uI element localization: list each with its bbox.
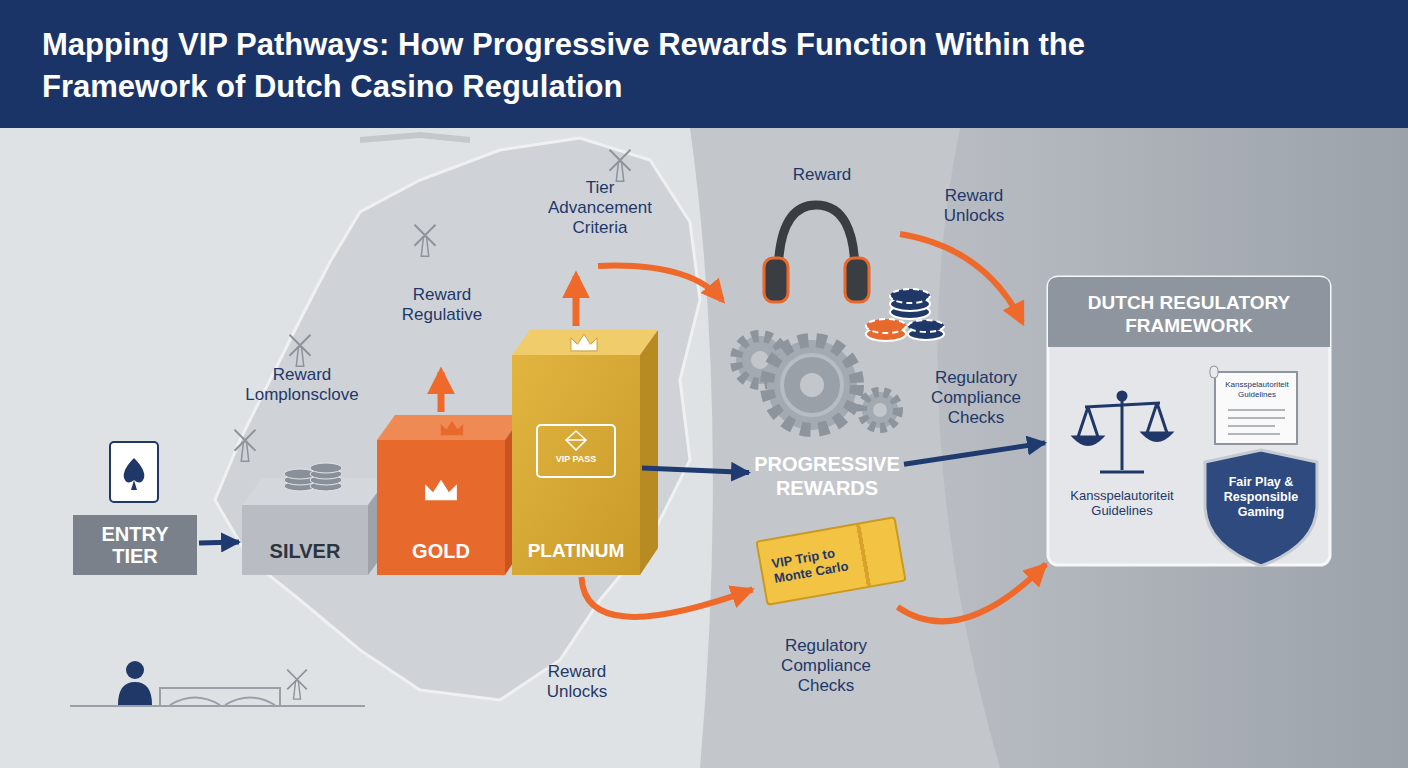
person-and-bridge bbox=[118, 682, 152, 705]
flow-arrow bbox=[642, 468, 749, 473]
scroll-icon bbox=[1215, 372, 1297, 444]
scales-icon bbox=[1118, 392, 1126, 400]
scroll-icon bbox=[1228, 410, 1285, 434]
node-label: Fair Play & Responsible Gaming bbox=[1213, 475, 1309, 520]
casino-chips bbox=[866, 289, 944, 341]
platinum-box bbox=[512, 355, 640, 575]
silver-box bbox=[310, 463, 342, 473]
person-and-bridge bbox=[160, 688, 280, 705]
card-icon bbox=[124, 458, 145, 490]
gears bbox=[873, 403, 887, 417]
silver-box bbox=[242, 505, 368, 575]
card-icon bbox=[110, 442, 158, 502]
headphones-icon bbox=[778, 205, 855, 278]
scroll-icon bbox=[1210, 366, 1218, 378]
netherlands-map bbox=[235, 430, 256, 462]
title-bar bbox=[0, 0, 1408, 128]
person-and-bridge bbox=[70, 705, 365, 707]
node-label: DUTCH REGULATORY FRAMEWORK bbox=[1069, 291, 1309, 337]
reward-unlocks-arrow bbox=[900, 234, 1022, 322]
netherlands-map bbox=[415, 225, 436, 257]
annotation-label: Kansspelautoriteit Guidelines bbox=[1219, 380, 1295, 400]
shield-shape bbox=[1205, 450, 1317, 566]
rewards-hub: PROGRESSIVE REWARDS bbox=[752, 448, 902, 504]
headphones-icon bbox=[764, 258, 788, 302]
edge-label: Regulatory Compliance Checks bbox=[912, 368, 1040, 428]
gold-box bbox=[441, 421, 463, 435]
gold-box bbox=[377, 440, 505, 575]
netherlands-map bbox=[610, 150, 631, 182]
annotation-label: Reward Lomplonsclove bbox=[232, 365, 372, 405]
gears bbox=[862, 392, 898, 428]
tier-box: SILVER bbox=[242, 505, 368, 575]
casino-chips bbox=[908, 320, 944, 332]
regulatory-panel bbox=[1048, 277, 1330, 347]
card-icon bbox=[110, 442, 158, 502]
annotation-label: Reward bbox=[782, 165, 862, 185]
tier-box: PLATINUM VIP PASS bbox=[512, 355, 640, 575]
node-label: ENTRY TIER bbox=[90, 523, 180, 567]
regulatory-panel bbox=[1048, 277, 1330, 565]
node-label: PLATINUM bbox=[528, 539, 625, 563]
scroll-icon bbox=[1210, 366, 1297, 444]
gold-box bbox=[438, 372, 445, 412]
casino-chips bbox=[866, 319, 906, 333]
platinum-box bbox=[571, 334, 597, 351]
netherlands-map bbox=[360, 135, 470, 140]
flow-arrow bbox=[904, 443, 1045, 464]
flow-arrow bbox=[199, 542, 239, 543]
annotation-label: Kansspelautoriteit Guidelines bbox=[1060, 488, 1184, 518]
scales-icon bbox=[1074, 392, 1171, 472]
regulatory-panel: DUTCH REGULATORY FRAMEWORK Fair Play & Re… bbox=[1048, 277, 1330, 565]
gears bbox=[800, 373, 824, 397]
platinum-box bbox=[640, 330, 658, 575]
regulatory-panel bbox=[1048, 277, 1330, 565]
gears bbox=[782, 355, 842, 415]
tier-box: GOLD bbox=[377, 440, 505, 575]
shield-badge: Fair Play & Responsible Gaming bbox=[1205, 455, 1317, 555]
node-label: PROGRESSIVE REWARDS bbox=[752, 452, 902, 500]
gold-box bbox=[377, 372, 523, 575]
silver-box bbox=[242, 463, 388, 575]
platinum-box bbox=[573, 276, 580, 326]
person-and-bridge bbox=[126, 661, 144, 679]
platinum-box bbox=[512, 330, 658, 355]
ground bbox=[690, 128, 1408, 768]
node-label: VIP Trip to Monte Carlo bbox=[770, 541, 862, 586]
netherlands-map bbox=[287, 670, 307, 699]
gold-box bbox=[425, 480, 457, 500]
platinum-box bbox=[512, 276, 658, 575]
node-label: SILVER bbox=[270, 539, 341, 563]
person-and-bridge bbox=[70, 661, 365, 706]
diagram-title: Mapping VIP Pathways: How Progressive Re… bbox=[42, 24, 1242, 108]
gears bbox=[767, 340, 857, 430]
scales-icon bbox=[1074, 433, 1171, 445]
headphones-icon bbox=[764, 205, 869, 302]
annotation-label: Tier Advancement Criteria bbox=[540, 178, 660, 238]
casino-chips bbox=[890, 289, 930, 303]
edge-label: Regulatory Compliance Checks bbox=[762, 636, 890, 696]
gears bbox=[751, 351, 769, 369]
gears bbox=[736, 336, 898, 430]
annotation-label: Reward Unlocks bbox=[918, 186, 1030, 226]
tier-box: ENTRY TIER bbox=[73, 515, 197, 575]
criteria-arrow bbox=[598, 266, 722, 300]
annotation-label: Reward Regulative bbox=[372, 285, 512, 325]
netherlands-map bbox=[290, 335, 311, 367]
gold-box bbox=[377, 415, 523, 440]
platinum-box bbox=[566, 431, 586, 450]
flow-arrow bbox=[581, 577, 752, 617]
flow-arrow bbox=[898, 564, 1046, 621]
node-sublabel: VIP PASS bbox=[512, 453, 640, 465]
headphones-icon bbox=[845, 258, 869, 302]
node-label: GOLD bbox=[412, 539, 470, 563]
edge-label: Reward Unlocks bbox=[520, 662, 634, 702]
platinum-box bbox=[537, 425, 615, 477]
